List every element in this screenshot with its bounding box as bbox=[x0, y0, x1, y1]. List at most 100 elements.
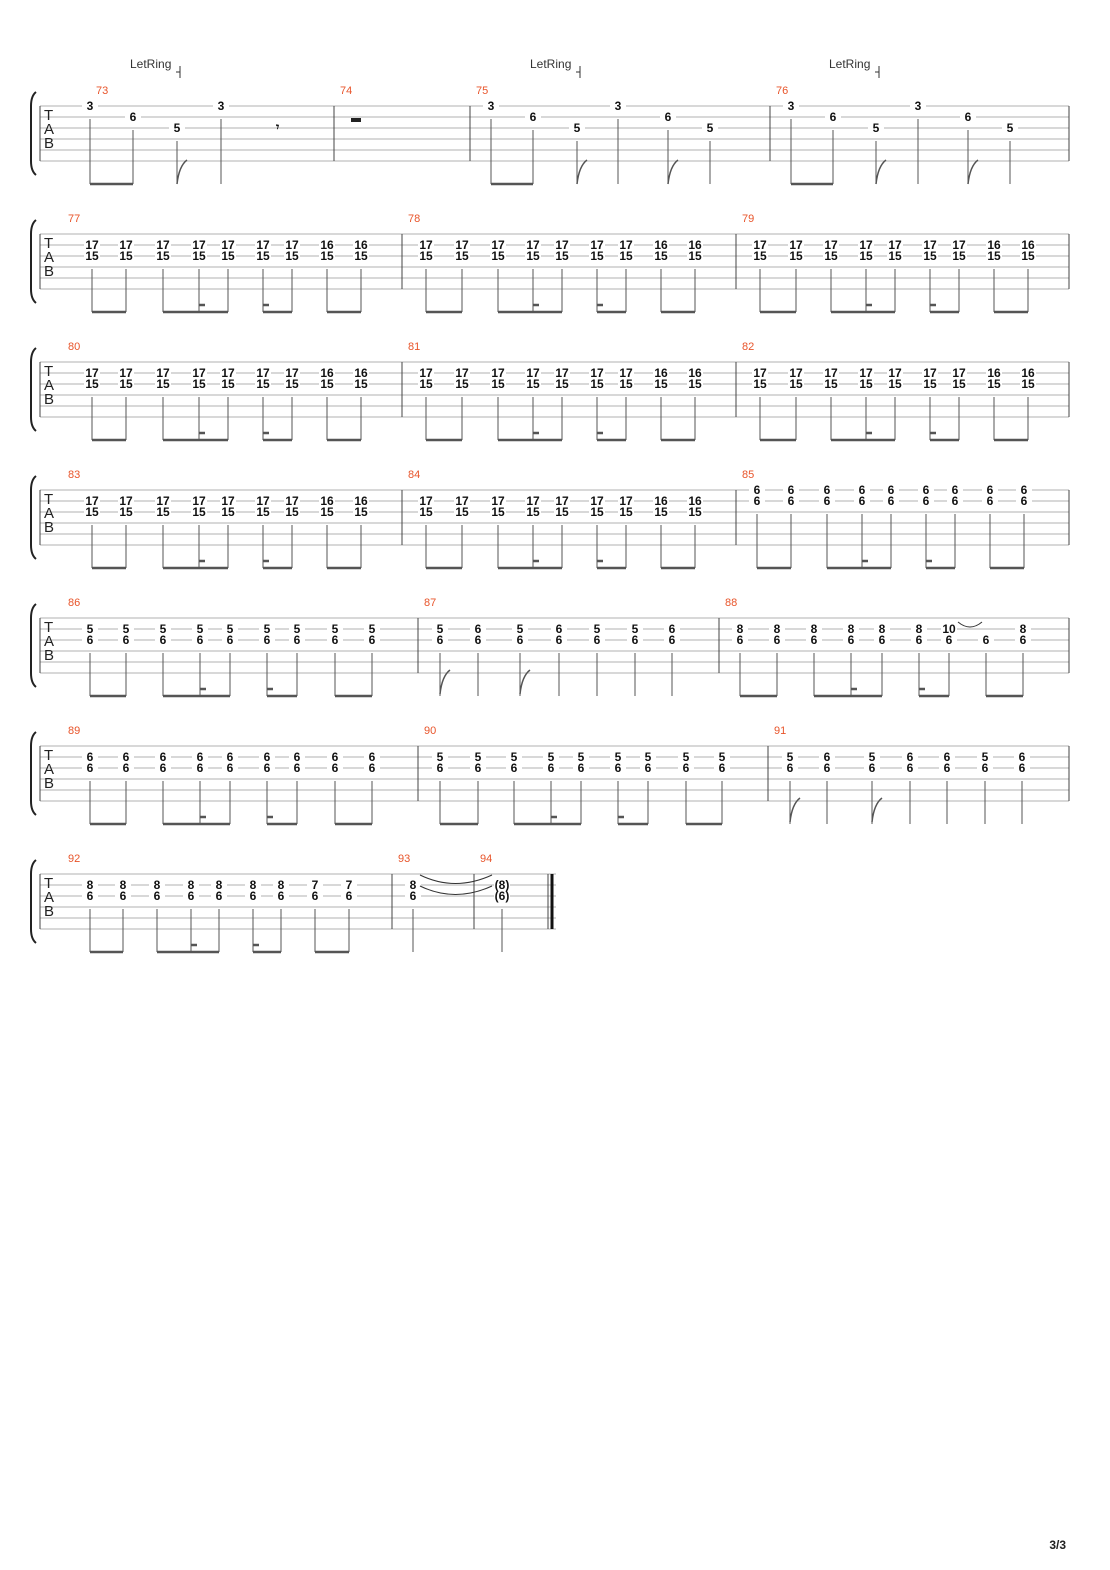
fret-bg bbox=[155, 240, 171, 251]
fret-bg bbox=[610, 752, 626, 763]
fret-bg bbox=[843, 635, 859, 646]
fret-bg bbox=[769, 624, 785, 635]
measure-number: 79 bbox=[742, 213, 754, 225]
fret-number: 6 bbox=[946, 633, 953, 647]
fret-bg bbox=[483, 101, 499, 112]
fret-number: 17 bbox=[455, 238, 469, 252]
fret-bg bbox=[454, 379, 470, 390]
fret-number: 6 bbox=[824, 761, 831, 775]
fret-number: 5 bbox=[369, 622, 376, 636]
fret-number: 6 bbox=[437, 633, 444, 647]
fret-number: 17 bbox=[923, 366, 937, 380]
fret-number: 15 bbox=[654, 505, 668, 519]
fret-bg bbox=[939, 763, 955, 774]
fret-bg bbox=[118, 251, 134, 262]
fret-number: 17 bbox=[753, 238, 767, 252]
fret-bg bbox=[1020, 368, 1036, 379]
fret-number: 15 bbox=[285, 377, 299, 391]
fret-number: 15 bbox=[221, 249, 235, 263]
fret-number: 17 bbox=[952, 238, 966, 252]
fret-bg bbox=[752, 240, 768, 251]
fret-number: 17 bbox=[85, 238, 99, 252]
fret-bg bbox=[82, 763, 98, 774]
fret-number: 15 bbox=[455, 505, 469, 519]
fret-number: 8 bbox=[87, 878, 94, 892]
fret-bg bbox=[918, 485, 934, 496]
fret-number: 17 bbox=[789, 366, 803, 380]
fret-number: 17 bbox=[221, 238, 235, 252]
fret-number: 15 bbox=[526, 249, 540, 263]
fret-number: 16 bbox=[354, 238, 368, 252]
fret-number: 6 bbox=[410, 889, 417, 903]
fret-bg bbox=[192, 635, 208, 646]
fret-bg bbox=[490, 496, 506, 507]
fret-number: 5 bbox=[719, 750, 726, 764]
fret-bg bbox=[911, 635, 927, 646]
fret-number: 16 bbox=[354, 366, 368, 380]
fret-bg bbox=[82, 624, 98, 635]
fret-number: 15 bbox=[923, 377, 937, 391]
fret-number: 6 bbox=[774, 633, 781, 647]
fret-number: 6 bbox=[264, 761, 271, 775]
fret-bg bbox=[259, 752, 275, 763]
fret-bg bbox=[353, 240, 369, 251]
fret-bg bbox=[922, 240, 938, 251]
fret-bg bbox=[732, 635, 748, 646]
fret-number: 15 bbox=[192, 377, 206, 391]
fret-number: 6 bbox=[665, 110, 672, 124]
fret-bg bbox=[589, 240, 605, 251]
fret-bg bbox=[319, 251, 335, 262]
fret-bg bbox=[327, 624, 343, 635]
fret-bg bbox=[653, 368, 669, 379]
fret-bg bbox=[702, 123, 718, 134]
fret-number: 15 bbox=[455, 249, 469, 263]
fret-bg bbox=[986, 240, 1002, 251]
fret-bg bbox=[222, 635, 238, 646]
fret-bg bbox=[618, 379, 634, 390]
fret-number: (6) bbox=[495, 889, 510, 903]
fret-bg bbox=[490, 379, 506, 390]
fret-bg bbox=[978, 635, 994, 646]
fret-number: 17 bbox=[119, 494, 133, 508]
fret-bg bbox=[454, 507, 470, 518]
fret-number: 17 bbox=[526, 494, 540, 508]
fret-number: 6 bbox=[859, 494, 866, 508]
fret-bg bbox=[490, 368, 506, 379]
fret-number: 15 bbox=[555, 505, 569, 519]
fret-bg bbox=[470, 624, 486, 635]
fret-number: 5 bbox=[332, 622, 339, 636]
fret-bg bbox=[887, 251, 903, 262]
fret-number: 6 bbox=[615, 761, 622, 775]
fret-bg bbox=[418, 507, 434, 518]
fret-bg bbox=[191, 379, 207, 390]
fret-bg bbox=[783, 485, 799, 496]
fret-number: 15 bbox=[654, 377, 668, 391]
fret-bg bbox=[82, 752, 98, 763]
fret-number: 6 bbox=[982, 761, 989, 775]
fret-number: 7 bbox=[312, 878, 319, 892]
fret-bg bbox=[220, 368, 236, 379]
fret-number: 6 bbox=[578, 761, 585, 775]
fret-number: 15 bbox=[789, 249, 803, 263]
fret-number: 6 bbox=[923, 494, 930, 508]
note-flag bbox=[519, 669, 531, 695]
fret-bg bbox=[155, 379, 171, 390]
fret-number: 15 bbox=[859, 377, 873, 391]
fret-number: 17 bbox=[619, 366, 633, 380]
fret-number: 15 bbox=[688, 249, 702, 263]
fret-number: 15 bbox=[285, 249, 299, 263]
fret-bg bbox=[1020, 240, 1036, 251]
fret-bg bbox=[490, 240, 506, 251]
fret-bg bbox=[806, 624, 822, 635]
fret-bg bbox=[245, 880, 261, 891]
fret-bg bbox=[782, 763, 798, 774]
fret-bg bbox=[627, 624, 643, 635]
fret-number: 15 bbox=[491, 249, 505, 263]
fret-number: 6 bbox=[346, 889, 353, 903]
measure-number: 89 bbox=[68, 725, 80, 737]
fret-bg bbox=[554, 251, 570, 262]
fret-bg bbox=[353, 496, 369, 507]
fret-bg bbox=[887, 368, 903, 379]
tab-clef-letter: B bbox=[44, 263, 54, 280]
fret-bg bbox=[887, 379, 903, 390]
